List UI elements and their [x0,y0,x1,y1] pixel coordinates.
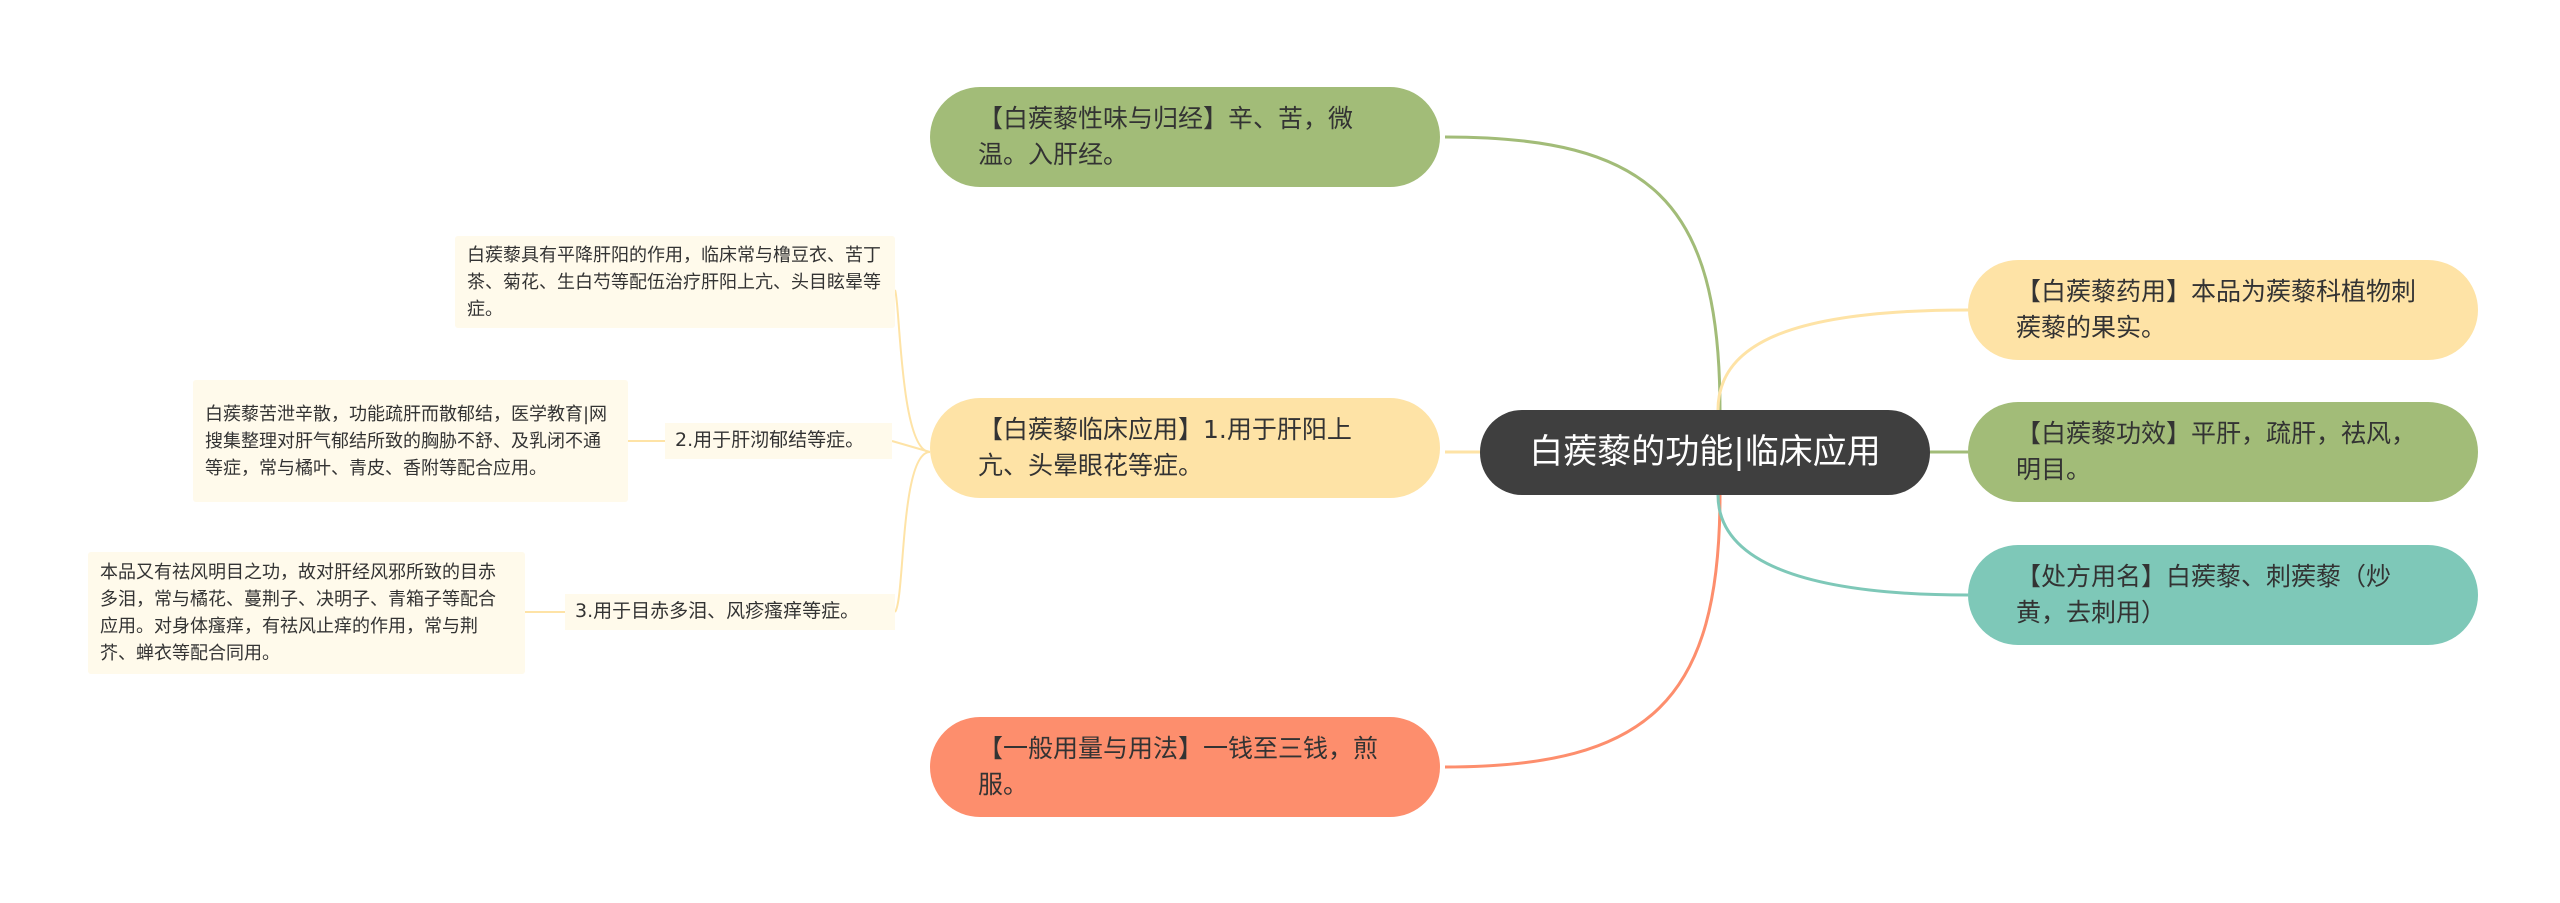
leaf-red-eyes-text: 本品又有祛风明目之功，故对肝经风邪所致的目赤多泪，常与橘花、蔓荆子、决明子、青箱… [100,562,496,664]
branch-clinical-label: 【白蒺藜临床应用】1.用于肝阳上亢、头晕眼花等症。 [978,414,1352,480]
link-clinical-sub2 [891,440,931,453]
link-clinical-leaf1 [894,289,931,453]
link-clinical-sub3 [894,451,931,613]
link-root-dosage [1444,494,1722,769]
link-root-taste [1444,135,1722,411]
leaf-liver-qi-text: 白蒺藜苦泄辛散，功能疏肝而散郁结，医学教育|网搜集整理对肝气郁结所致的胸胁不舒、… [205,403,608,479]
branch-dosage[interactable]: 【一般用量与用法】一钱至三钱，煎服。 [930,717,1440,817]
sub-red-eyes-label: 3.用于目赤多泪、风疹瘙痒等症。 [575,600,860,623]
leaf-liver-qi[interactable]: 白蒺藜苦泄辛散，功能疏肝而散郁结，医学教育|网搜集整理对肝气郁结所致的胸胁不舒、… [193,380,628,502]
branch-effect[interactable]: 【白蒺藜功效】平肝，疏肝，祛风，明目。 [1968,402,2478,502]
branch-clinical-use[interactable]: 【白蒺藜临床应用】1.用于肝阳上亢、头晕眼花等症。 [930,398,1440,498]
root-label: 白蒺藜的功能|临床应用 [1529,431,1881,472]
link-root-herb [1716,308,1969,411]
leaf-liver-yang-text: 白蒺藜具有平降肝阳的作用，临床常与橹豆衣、苦丁茶、菊花、生白芍等配伍治疗肝阳上亢… [467,244,881,320]
branch-effect-label: 【白蒺藜功效】平肝，疏肝，祛风，明目。 [2016,418,2417,484]
sub-liver-qi-label: 2.用于肝沏郁结等症。 [675,429,865,452]
branch-taste-meridian[interactable]: 【白蒺藜性味与归经】辛、苦，微温。入肝经。 [930,87,1440,187]
branch-rxname-label: 【处方用名】白蒺藜、刺蒺藜（炒黄，去刺用） [2016,561,2392,627]
leaf-red-eyes[interactable]: 本品又有祛风明目之功，故对肝经风邪所致的目赤多泪，常与橘花、蔓荆子、决明子、青箱… [88,552,525,674]
link-root-rxname [1716,494,1969,597]
branch-herb-source[interactable]: 【白蒺藜药用】本品为蒺藜科植物刺蒺藜的果实。 [1968,260,2478,360]
branch-herb-label: 【白蒺藜药用】本品为蒺藜科植物刺蒺藜的果实。 [2016,276,2417,342]
leaf-liver-yang[interactable]: 白蒺藜具有平降肝阳的作用，临床常与橹豆衣、苦丁茶、菊花、生白芍等配伍治疗肝阳上亢… [455,236,895,328]
root-node[interactable]: 白蒺藜的功能|临床应用 [1480,410,1930,495]
sub-liver-qi[interactable]: 2.用于肝沏郁结等症。 [665,423,892,459]
branch-dosage-label: 【一般用量与用法】一钱至三钱，煎服。 [978,733,1379,799]
branch-prescription-name[interactable]: 【处方用名】白蒺藜、刺蒺藜（炒黄，去刺用） [1968,545,2478,645]
branch-taste-label: 【白蒺藜性味与归经】辛、苦，微温。入肝经。 [978,103,1354,169]
sub-red-eyes[interactable]: 3.用于目赤多泪、风疹瘙痒等症。 [565,594,895,630]
